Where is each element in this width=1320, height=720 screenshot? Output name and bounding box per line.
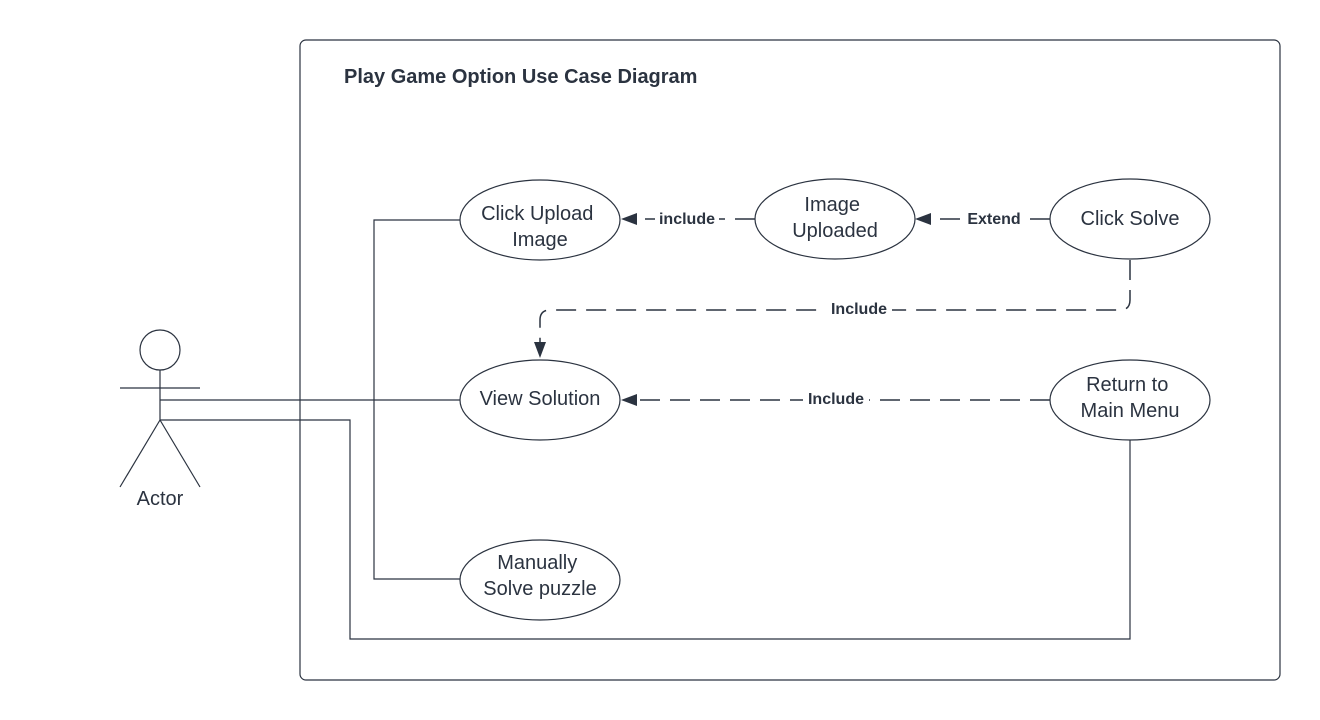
arrowhead — [915, 213, 931, 225]
edge-label-bg — [803, 388, 869, 408]
diagram-title: Play Game Option Use Case Diagram — [344, 66, 697, 88]
use-case-return-main-menu[interactable]: Return to Main Menu — [1049, 359, 1211, 441]
svg-text:Manually Solve puzzle: Manually Solve puzzle — [483, 552, 596, 600]
edge-label-bg — [826, 298, 892, 318]
edge-label-include: include — [659, 211, 715, 228]
actor-left-leg — [119, 419, 161, 488]
svg-text:Return to Main Menu: Return to Main Menu — [1081, 374, 1180, 422]
use-case-click-solve[interactable]: Click Solve — [1049, 178, 1211, 260]
use-case-label-line: Manually — [497, 552, 577, 574]
use-case-label-line: Return to — [1086, 374, 1168, 396]
use-case-label-line: Image — [804, 194, 860, 216]
actor-label: Actor — [137, 488, 184, 510]
edge-label-include: Include — [808, 391, 864, 408]
association-actor-return-main — [160, 419, 1131, 640]
svg-text:Click Upload Image: Click Upload Image — [481, 203, 599, 251]
edge-label-bg — [961, 208, 1027, 228]
use-case-label-line: Click Solve — [1081, 208, 1180, 230]
use-case-view-solution[interactable]: View Solution — [459, 359, 621, 441]
use-case-label-line: Uploaded — [792, 220, 878, 242]
actor-right-leg — [159, 419, 201, 488]
arrowhead — [621, 213, 637, 225]
use-case-label-line: Solve puzzle — [483, 578, 596, 600]
edge-label-include: Include — [831, 301, 887, 318]
svg-text:Image Uploaded: Image Uploaded — [792, 194, 878, 242]
use-case-label-line: Click Upload — [481, 203, 593, 225]
arrowhead — [534, 342, 546, 358]
actor[interactable]: Actor — [119, 329, 201, 510]
edge-label-bg — [655, 208, 719, 228]
use-case-image-uploaded[interactable]: Image Uploaded — [754, 178, 916, 260]
use-case-label-line: Main Menu — [1081, 400, 1180, 422]
arrowhead — [621, 394, 637, 406]
use-case-label-line: Image — [512, 229, 568, 251]
actor-head — [139, 329, 181, 371]
use-case-label-line: View Solution — [480, 388, 601, 410]
edge-label-extend: Extend — [967, 211, 1020, 228]
use-case-click-upload-image[interactable]: Click Upload Image — [459, 179, 621, 261]
use-case-manually-solve-puzzle[interactable]: Manually Solve puzzle — [459, 539, 621, 621]
